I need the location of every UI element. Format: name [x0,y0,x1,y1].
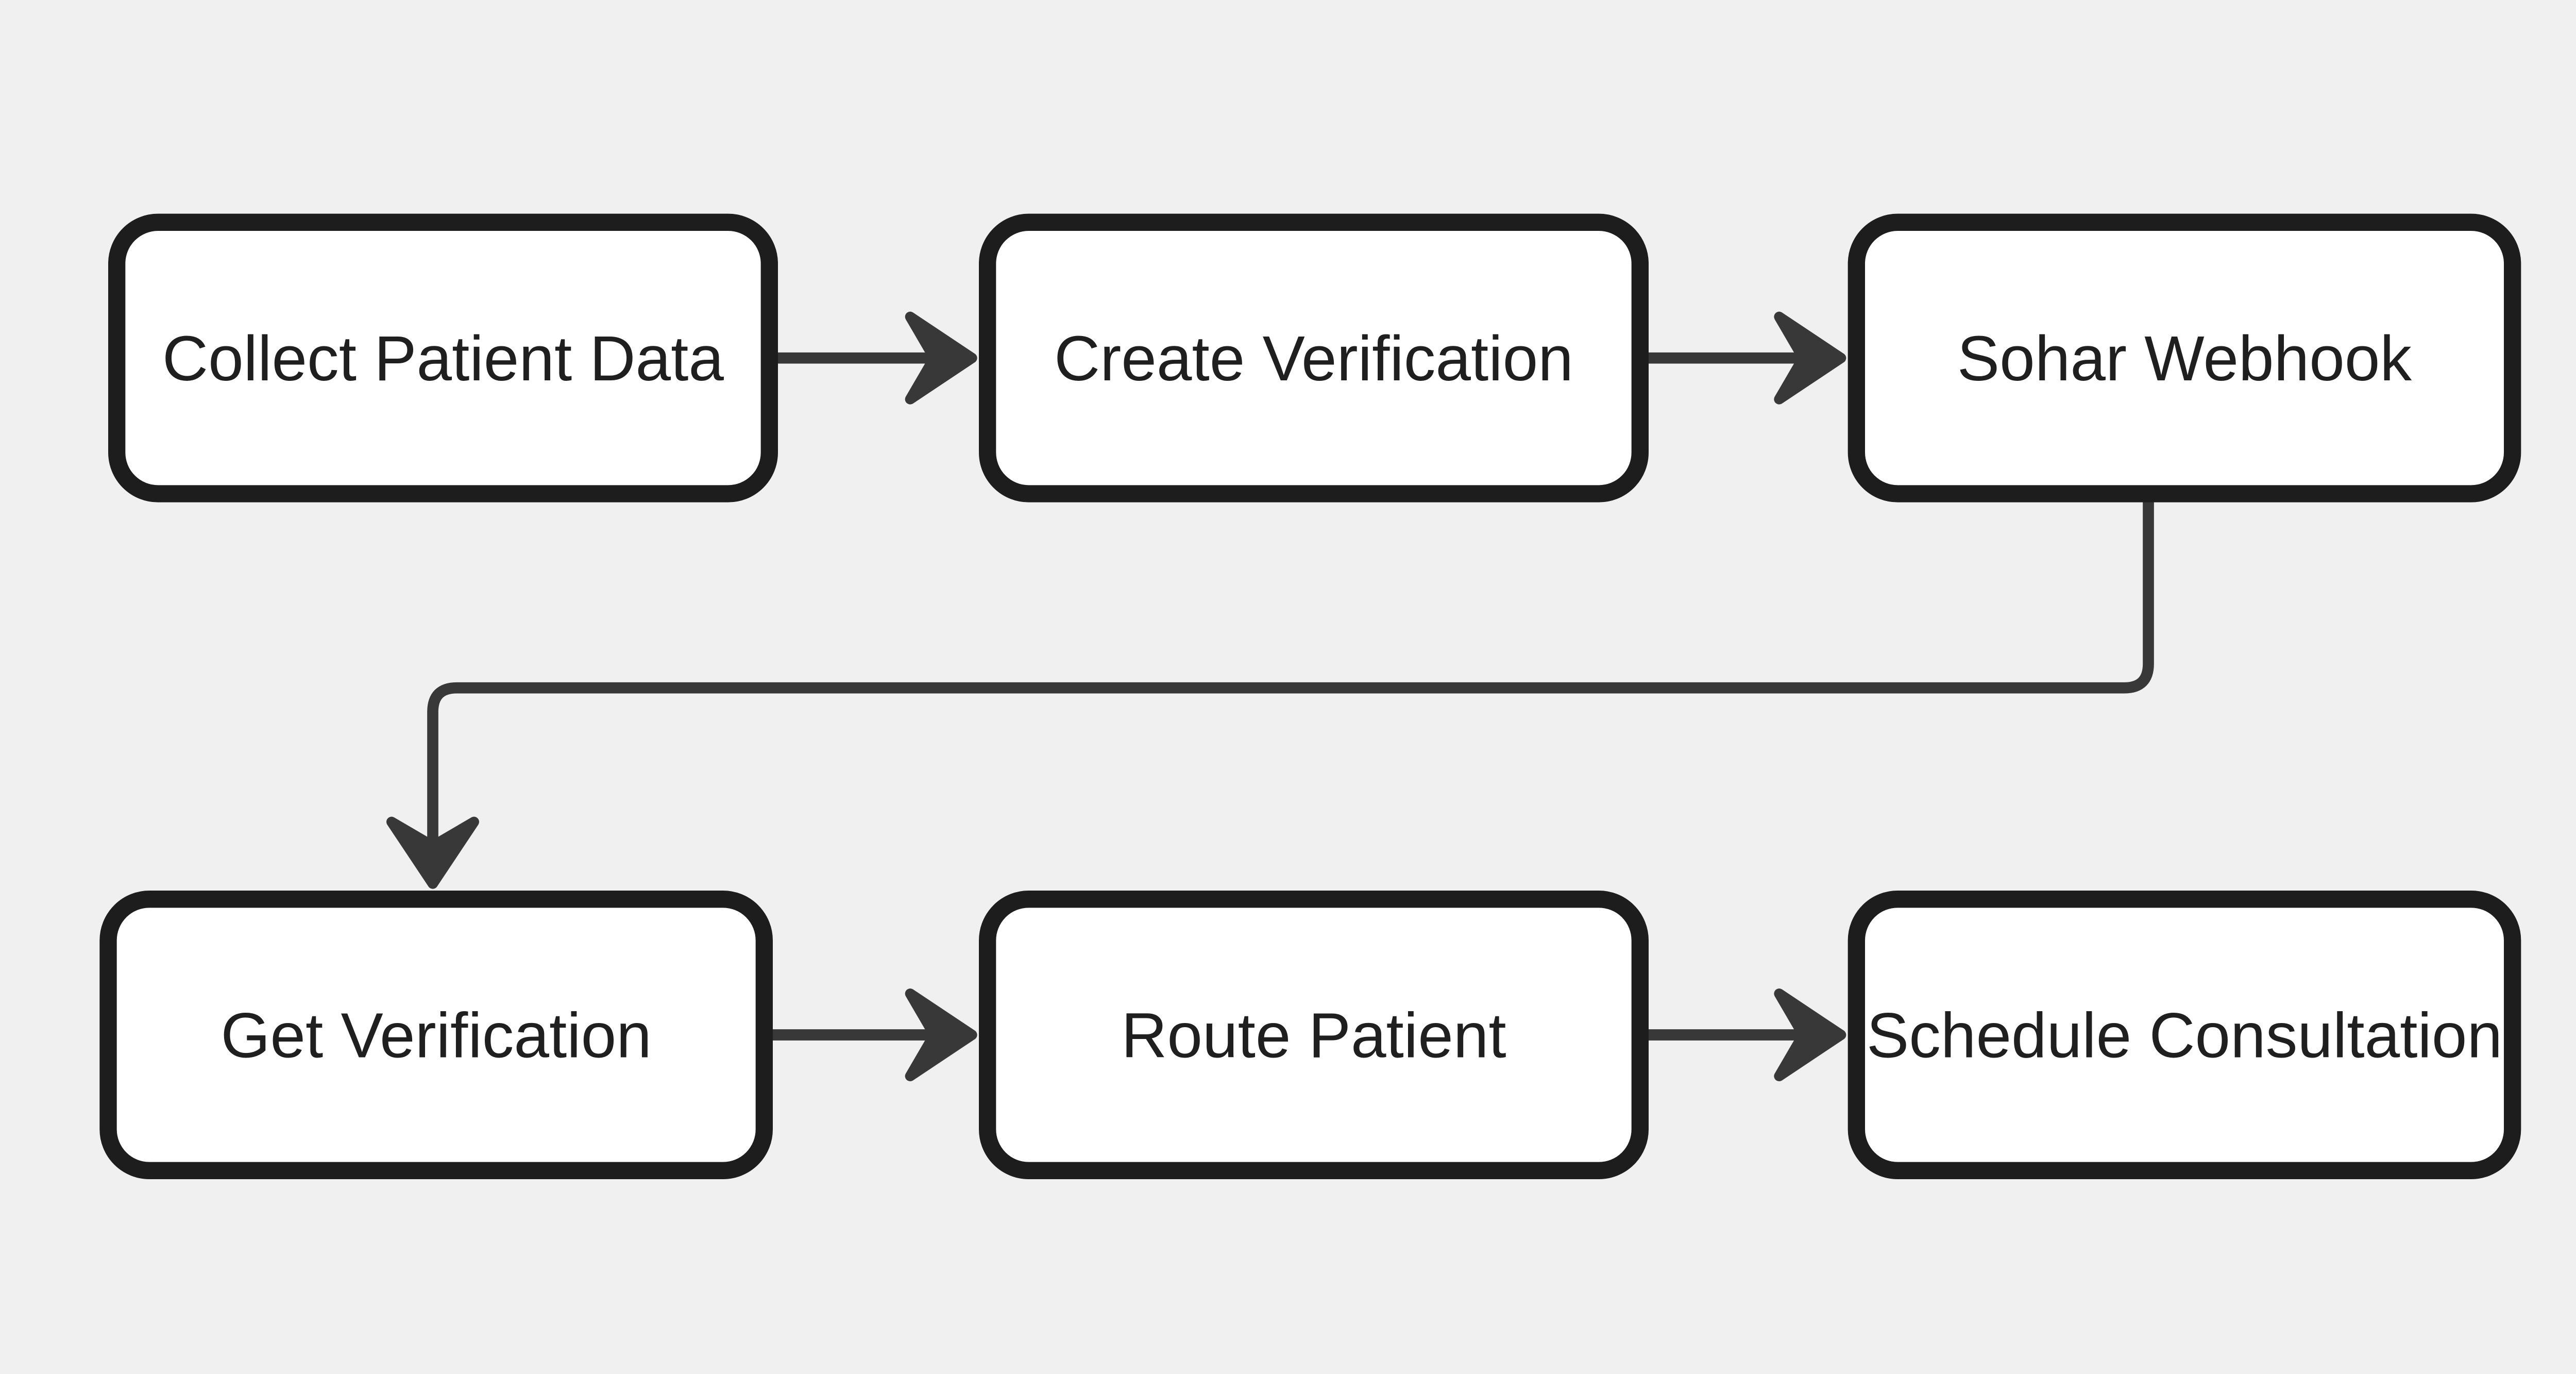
arrowhead-right-icon [905,988,977,1081]
node-label: Schedule Consultation [1867,1000,2502,1071]
node-box [99,891,773,1179]
arrowhead-right-icon [905,311,977,405]
arrowhead-down-icon [386,816,479,889]
node-label: Collect Patient Data [162,323,724,394]
node-box [1848,891,2521,1179]
node-create-verification: Create Verification [979,213,1649,502]
node-box [1848,213,2521,502]
edge-create-to-webhook [1643,311,1846,405]
node-collect-patient-data: Collect Patient Data [108,213,778,502]
node-box [979,213,1649,502]
edge-shaft [427,496,2154,848]
arrowhead-right-icon [1774,311,1846,405]
node-route-patient: Route Patient [979,891,1649,1179]
edge-route-to-schedule [1643,988,1846,1081]
node-sohar-webhook: Sohar Webhook [1848,213,2521,502]
edge-webhook-to-getverification [386,496,2154,889]
node-box [108,213,778,502]
node-label: Sohar Webhook [1957,323,2412,394]
arrowhead-right-icon [1774,988,1846,1081]
edge-collect-to-create [772,311,977,405]
node-label: Get Verification [221,1000,652,1071]
node-label: Route Patient [1121,1000,1506,1071]
node-schedule-consultation: Schedule Consultation [1848,891,2521,1179]
node-label: Create Verification [1054,323,1573,394]
edge-getverification-to-route [767,988,977,1081]
node-box [979,891,1649,1179]
node-get-verification: Get Verification [99,891,773,1179]
